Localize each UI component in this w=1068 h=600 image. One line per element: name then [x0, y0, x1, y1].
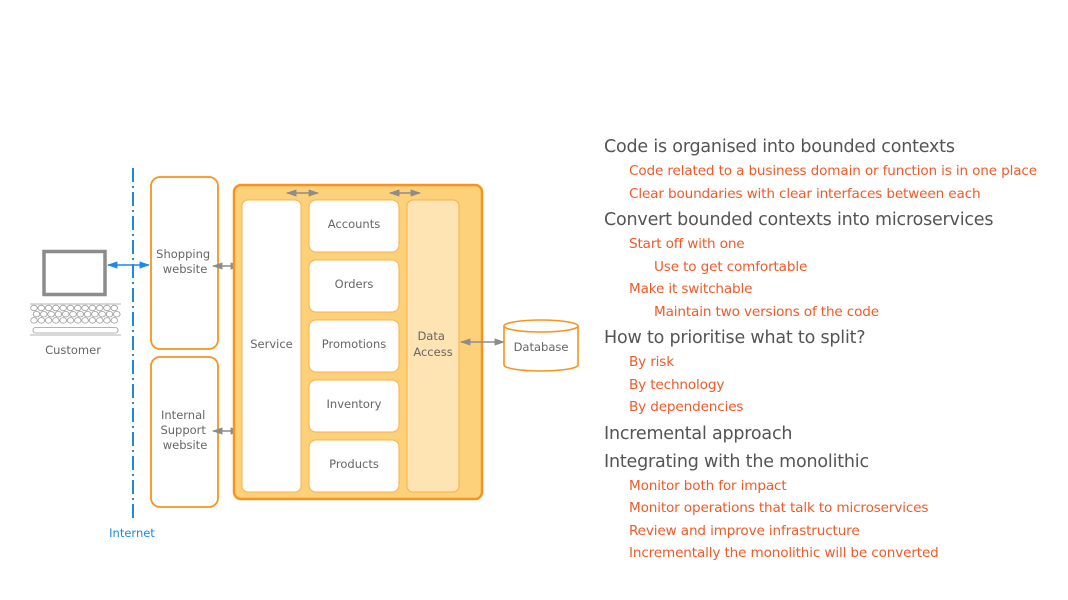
module-box-products	[308, 439, 400, 493]
module-label-products: Products	[329, 457, 379, 471]
module-label-promotions: Promotions	[322, 337, 387, 351]
customer-computer-icon	[30, 249, 121, 336]
module-label-orders: Orders	[335, 277, 374, 291]
service-box	[241, 199, 302, 493]
outline-heading: How to prioritise what to split?	[604, 328, 866, 348]
customer-label: Customer	[45, 343, 101, 357]
database-icon	[503, 319, 579, 372]
outline-item: Clear boundaries with clear interfaces b…	[629, 185, 981, 202]
module-box-promotions	[308, 319, 400, 373]
outline-item: Make it switchable	[629, 281, 753, 297]
outline-item: Monitor operations that talk to microser…	[629, 500, 929, 516]
outline-item: Code related to a business domain or fun…	[629, 163, 1037, 179]
keyboard-icon	[30, 303, 121, 336]
outline-heading: Convert bounded contexts into microservi…	[604, 210, 994, 230]
outline-item: By dependencies	[629, 399, 744, 415]
outline-subitem: Maintain two versions of the code	[654, 303, 879, 320]
outline-item: Monitor both for impact	[629, 477, 787, 494]
outline-heading: Integrating with the monolithic	[604, 451, 869, 472]
module-box-accounts	[308, 199, 400, 253]
internet-label: Internet	[109, 526, 155, 540]
outline-item: Start off with one	[629, 236, 745, 252]
data-access-label: Data Access	[413, 329, 452, 359]
monitor-icon	[42, 249, 107, 297]
module-label-inventory: Inventory	[327, 397, 382, 411]
database-label: Database	[514, 340, 569, 354]
outline-item: Review and improve infrastructure	[629, 522, 860, 539]
outline-subitem: Use to get comfortable	[654, 258, 808, 275]
architecture-diagram: Customer Internet Shopping website Inter…	[30, 168, 579, 540]
service-label: Service	[250, 337, 293, 351]
outline-heading: Incremental approach	[604, 423, 793, 444]
outline-heading: Code is organised into bounded contexts	[604, 137, 955, 157]
module-box-orders	[308, 259, 400, 313]
outline-item: By risk	[629, 354, 674, 370]
module-label-accounts: Accounts	[328, 217, 380, 231]
module-box-inventory	[308, 379, 400, 433]
data-access-box	[406, 199, 460, 493]
modules-group: AccountsOrdersPromotionsInventoryProduct…	[308, 199, 400, 493]
internal-support-website-label: Internal Support website	[160, 408, 209, 452]
outline-item: By technology	[629, 376, 725, 393]
outline-item: Incrementally the monolithic will be con…	[629, 545, 939, 561]
shopping-website-label: Shopping website	[156, 247, 214, 276]
